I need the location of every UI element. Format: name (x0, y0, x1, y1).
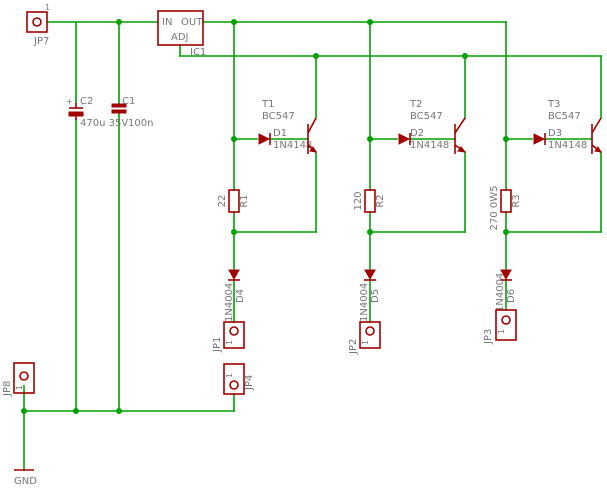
d1-label: D1 (273, 128, 287, 139)
wires (23, 21, 602, 471)
transistor-t3: T3 BC547 (547, 99, 602, 154)
d4-label: D4 (235, 289, 246, 303)
d3-label: D3 (548, 128, 562, 139)
c2-label: C2 (80, 96, 93, 107)
diode-d6: 1N4004 D6 (495, 269, 517, 312)
r3-value: 270 0W5 (489, 186, 500, 231)
t1-label: T1 (261, 99, 274, 110)
channel-1: D1 1N4148 T1 BC547 22 R1 1N4004 D4 (212, 99, 317, 395)
jp2-label: JP2 (348, 339, 359, 355)
transistor-t2: T2 BC547 (409, 99, 467, 154)
d5-value: 1N4004 (359, 283, 370, 322)
c1-value: 100n (128, 118, 153, 129)
connector-jp2: 1 JP2 (348, 321, 381, 355)
t2-label: T2 (409, 99, 422, 110)
d6-label: D6 (506, 289, 517, 303)
t2-value: BC547 (410, 111, 443, 122)
jp7-label: JP7 (33, 36, 49, 47)
r2-value: 120 (353, 191, 364, 210)
jp3-label: JP3 (483, 329, 494, 345)
jp1-pin: 1 (225, 340, 234, 345)
jp4-label: JP4 (244, 375, 255, 391)
ic1-out-pin: OUT (181, 17, 203, 28)
jp2-pin: 1 (361, 340, 370, 345)
jp8-label: JP8 (2, 381, 13, 397)
diode-d3: D3 1N4148 (533, 128, 587, 151)
gnd-label: GND (14, 476, 37, 487)
r3-label: R3 (511, 194, 522, 207)
ground-symbol: GND (14, 469, 37, 487)
c2-value: 470u 35V (80, 118, 128, 129)
jp7-pin: 1 (45, 3, 50, 12)
diode-d2: D2 1N4148 (398, 128, 449, 151)
junctions (21, 19, 509, 414)
connector-jp1: 1 JP1 (212, 321, 245, 353)
ic1-in-pin: IN (162, 17, 172, 28)
d6-value: 1N4004 (495, 273, 506, 312)
channel-3: D3 1N4148 T3 BC547 270 0W5 R3 1N4004 D6 … (483, 99, 602, 345)
r1-value: 22 (217, 195, 228, 208)
connector-jp8: 1 JP8 (2, 362, 35, 397)
svg-text:+: + (66, 97, 73, 106)
capacitor-c1: C1 100n (111, 96, 153, 129)
jp4-pin: 1 (225, 373, 234, 378)
connector-jp3: 1 JP3 (483, 309, 517, 345)
diode-d4: 1N4004 D4 (224, 269, 246, 322)
resistor-r3: 270 0W5 R3 (489, 186, 522, 231)
t1-value: BC547 (262, 111, 295, 122)
r2-label: R2 (375, 194, 386, 207)
jp8-pin: 1 (15, 385, 24, 390)
d1-value: 1N4148 (273, 140, 312, 151)
transistor-t1: T1 BC547 (261, 99, 317, 154)
capacitor-c2: + C2 470u 35V (66, 96, 128, 129)
d2-label: D2 (410, 128, 424, 139)
t3-label: T3 (547, 99, 560, 110)
ic1-adj-pin: ADJ (171, 32, 189, 43)
connector-jp7: 1 JP7 (26, 3, 50, 47)
d2-value: 1N4148 (410, 140, 449, 151)
diode-d5: 1N4004 D5 (359, 269, 381, 322)
resistor-r2: 120 R2 (353, 189, 386, 213)
r1-label: R1 (239, 194, 250, 207)
d3-value: 1N4148 (548, 140, 587, 151)
channel-2: D2 1N4148 T2 BC547 120 R2 1N4004 D5 1 JP… (348, 99, 467, 355)
diode-d1: D1 1N4148 (258, 128, 312, 151)
jp1-label: JP1 (212, 337, 223, 353)
jp3-pin: 1 (497, 329, 506, 334)
resistor-r1: 22 R1 (217, 189, 250, 213)
d4-value: 1N4004 (224, 283, 235, 322)
c1-label: C1 (122, 96, 135, 107)
ic1-label: IC1 (190, 47, 206, 58)
regulator-ic1: IN OUT ADJ IC1 (157, 10, 206, 58)
t3-value: BC547 (548, 111, 581, 122)
d5-label: D5 (370, 289, 381, 303)
connector-jp4: 1 JP4 (223, 363, 255, 395)
